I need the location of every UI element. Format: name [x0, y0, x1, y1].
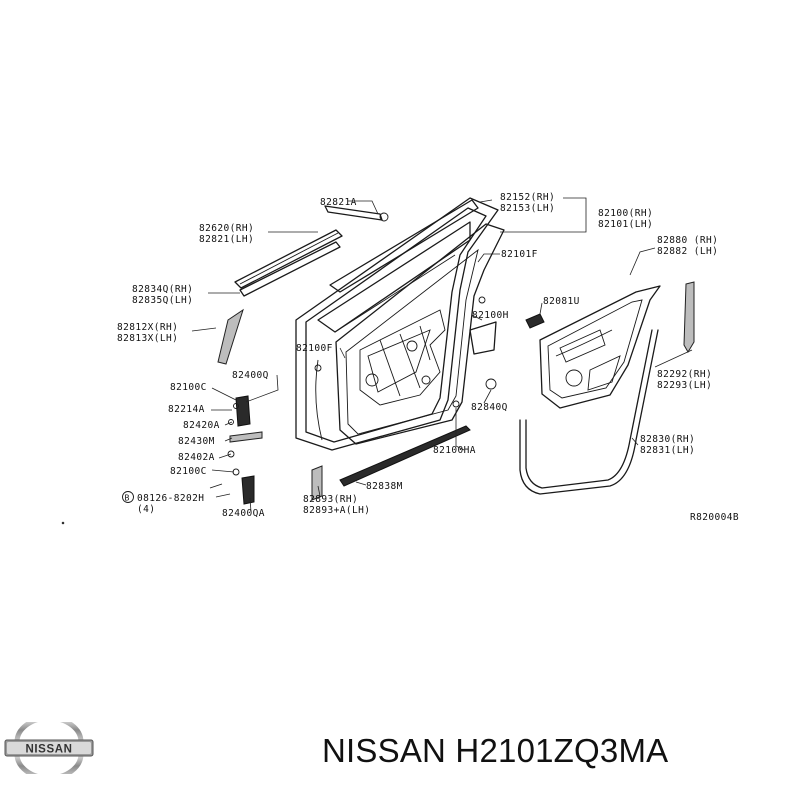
label-82813x-lh: 82813X(LH): [117, 333, 178, 344]
label-82821-lh: 82821(LH): [199, 234, 254, 245]
door-trim-panel: [539, 281, 695, 409]
label-82882-lh: 82882 (LH): [657, 246, 718, 257]
part-labels: 82821A 82152(RH) 82153(LH) 82100(RH) 821…: [61, 192, 739, 525]
label-82100c-lower: 82100C: [170, 466, 207, 477]
label-82812x-rh: 82812X(RH): [117, 322, 178, 333]
small-parts: [209, 296, 545, 505]
label-82430m: 82430M: [178, 436, 215, 447]
leader-lines: [191, 197, 693, 513]
label-82821a: 82821A: [320, 197, 357, 208]
label-82400qa: 82400QA: [222, 508, 265, 519]
door-shell-drawing: [295, 197, 505, 451]
label-82620-rh: 82620(RH): [199, 223, 254, 234]
label-82100c-upper: 82100C: [170, 382, 207, 393]
label-82214a: 82214A: [168, 404, 205, 415]
label-82100h: 82100H: [472, 310, 509, 321]
weatherstrip: [339, 329, 659, 495]
bolt-symbol-letter: B: [125, 494, 130, 503]
label-82293-lh: 82293(LH): [657, 380, 712, 391]
label-82420a: 82420A: [183, 420, 220, 431]
label-82835q-lh: 82835Q(LH): [132, 295, 193, 306]
part-number-title: NISSAN H2101ZQ3MA: [322, 732, 669, 769]
label-bolt-qty: (4): [137, 504, 155, 515]
label-82838m: 82838M: [366, 481, 403, 492]
label-82101-lh: 82101(LH): [598, 219, 653, 230]
label-82100ha: 82100HA: [433, 445, 476, 456]
label-82893a-lh: 82893+A(LH): [303, 505, 370, 516]
bolt-symbol-icon: [122, 491, 134, 503]
label-82100f: 82100F: [296, 343, 333, 354]
label-82153-lh: 82153(LH): [500, 203, 555, 214]
label-82402a: 82402A: [178, 452, 215, 463]
label-82880-rh: 82880 (RH): [657, 235, 718, 246]
label-82100-rh: 82100(RH): [598, 208, 653, 219]
window-strips: [217, 205, 389, 365]
label-82292-rh: 82292(RH): [657, 369, 712, 380]
label-82830-rh: 82830(RH): [640, 434, 695, 445]
label-82081u: 82081U: [543, 296, 580, 307]
label-82831-lh: 82831(LH): [640, 445, 695, 456]
label-82101f: 82101F: [501, 249, 538, 260]
diagram-reference-code: R820004B: [690, 512, 739, 523]
label-82834q-rh: 82834Q(RH): [132, 284, 193, 295]
nissan-logo-text: NISSAN: [25, 744, 72, 756]
label-82400q: 82400Q: [232, 370, 269, 381]
label-82893-rh: 82893(RH): [303, 494, 358, 505]
nissan-logo: NISSAN: [4, 722, 94, 774]
label-82152-rh: 82152(RH): [500, 192, 555, 203]
label-82840q: 82840Q: [471, 402, 508, 413]
label-bolt-code: 08126-8202H: [137, 493, 204, 504]
